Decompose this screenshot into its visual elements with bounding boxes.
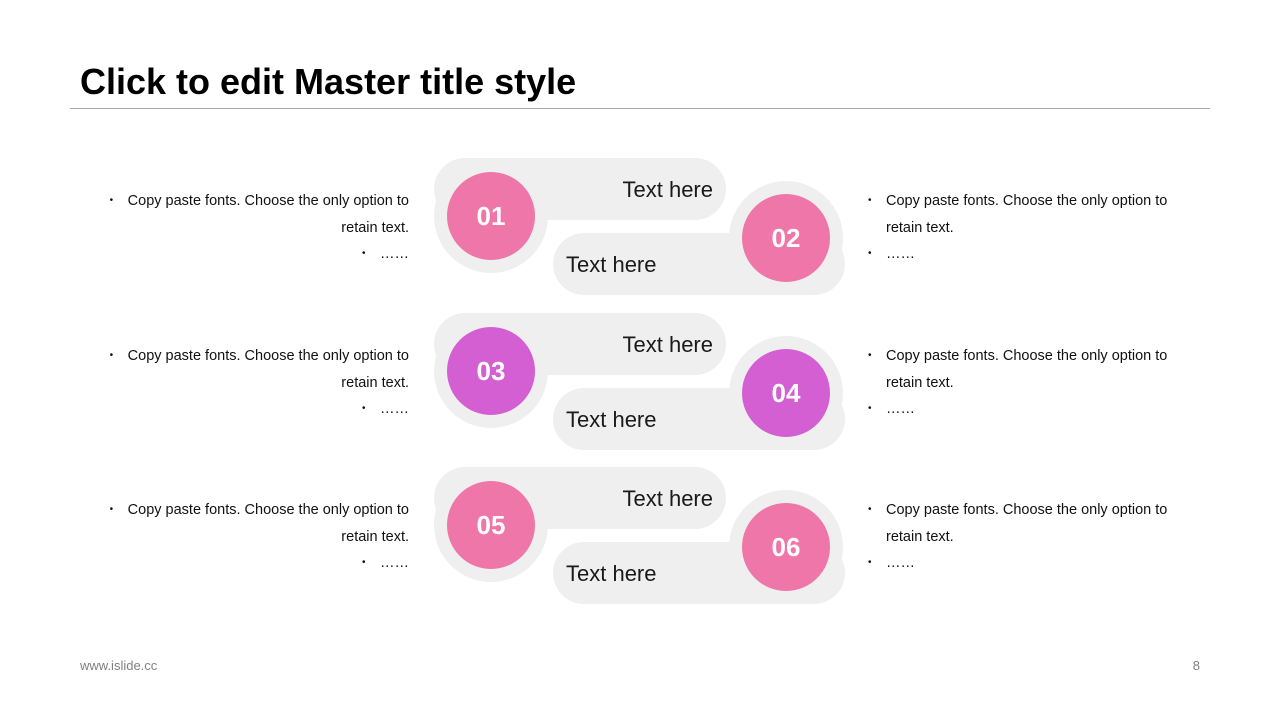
- description-line: Copy paste fonts. Choose the only option…: [886, 193, 1168, 209]
- bullet-icon: •: [109, 195, 114, 206]
- description-line: retain text.: [341, 528, 409, 545]
- description-line: Copy paste fonts. Choose the only option…: [886, 348, 1168, 364]
- description-line: retain text.: [341, 219, 409, 236]
- bullet-icon: •: [868, 557, 872, 568]
- description-line: ……: [886, 246, 915, 262]
- description-line: Copy paste fonts. Choose the only option…: [886, 502, 1168, 518]
- page-number: 8: [1192, 658, 1200, 673]
- description-line: ……: [380, 401, 409, 417]
- description-line: ……: [380, 246, 409, 262]
- description-line: retain text.: [886, 528, 954, 545]
- title-divider: [70, 108, 1210, 109]
- left-description[interactable]: • Copy paste fonts. Choose the only optio…: [100, 188, 409, 268]
- step-label[interactable]: Text here: [622, 332, 714, 357]
- footer-url[interactable]: www.islide.cc: [80, 658, 158, 673]
- step-group-3: • Copy paste fonts. Choose the only optio…: [0, 465, 1280, 605]
- step-number-badge: 03: [447, 327, 535, 415]
- description-line: retain text.: [341, 374, 409, 391]
- bullet-icon: •: [362, 248, 366, 259]
- left-description[interactable]: • Copy paste fonts. Choose the only optio…: [100, 343, 409, 423]
- bullet-icon: •: [109, 350, 114, 361]
- description-line: ……: [380, 555, 409, 571]
- bullet-icon: •: [868, 350, 872, 361]
- bullet-icon: •: [109, 504, 114, 515]
- step-group-1: • Copy paste fonts. Choose the only optio…: [0, 156, 1280, 296]
- bullet-icon: •: [868, 195, 872, 206]
- step-number-badge: 04: [742, 349, 830, 437]
- step-number-badge: 01: [447, 172, 535, 260]
- step-label[interactable]: Text here: [622, 486, 714, 511]
- description-line: retain text.: [886, 374, 954, 391]
- left-description[interactable]: • Copy paste fonts. Choose the only optio…: [100, 497, 409, 577]
- right-description[interactable]: • Copy paste fonts. Choose the only optio…: [868, 497, 1188, 577]
- bullet-icon: •: [362, 403, 366, 414]
- step-number-badge: 05: [447, 481, 535, 569]
- description-line: ……: [886, 555, 915, 571]
- description-line: Copy paste fonts. Choose the only option…: [127, 502, 409, 518]
- step-number-badge: 06: [742, 503, 830, 591]
- slide-title[interactable]: Click to edit Master title style: [80, 61, 577, 102]
- bullet-icon: •: [868, 504, 872, 515]
- bullet-icon: •: [362, 557, 366, 568]
- step-label[interactable]: Text here: [566, 252, 657, 277]
- bullet-icon: •: [868, 248, 872, 259]
- description-line: retain text.: [886, 219, 954, 236]
- bullet-icon: •: [868, 403, 872, 414]
- step-number-badge: 02: [742, 194, 830, 282]
- right-description[interactable]: • Copy paste fonts. Choose the only optio…: [868, 343, 1188, 423]
- description-line: Copy paste fonts. Choose the only option…: [127, 193, 409, 209]
- right-description[interactable]: • Copy paste fonts. Choose the only optio…: [868, 188, 1188, 268]
- step-label[interactable]: Text here: [622, 177, 714, 202]
- description-line: Copy paste fonts. Choose the only option…: [127, 348, 409, 364]
- step-label[interactable]: Text here: [566, 561, 657, 586]
- step-label[interactable]: Text here: [566, 407, 657, 432]
- step-group-2: • Copy paste fonts. Choose the only optio…: [0, 311, 1280, 451]
- description-line: ……: [886, 401, 915, 417]
